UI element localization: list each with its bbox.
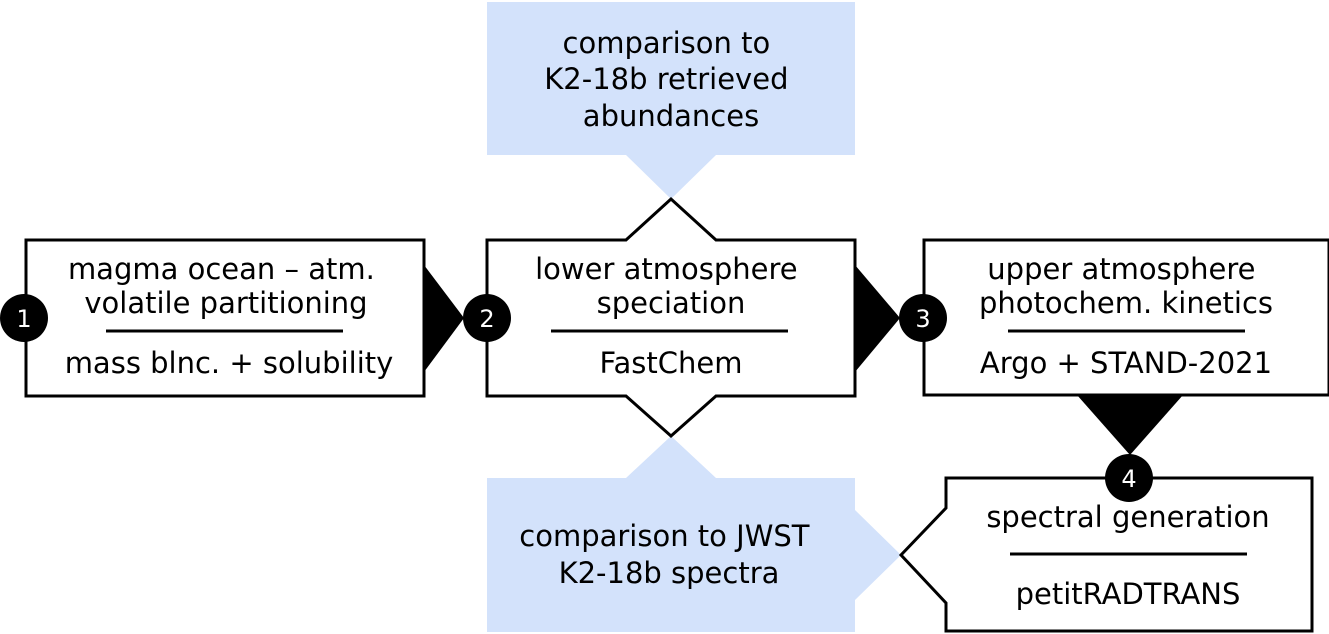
step-2-method: FastChem xyxy=(600,346,743,380)
svg-text:mass blnc. + solubility: mass blnc. + solubility xyxy=(65,346,394,380)
step-3-box: upper atmosphere photochem. kinetics Arg… xyxy=(922,238,1329,397)
step-1-title-line-2: volatile partitioning xyxy=(84,286,367,320)
step-3-method: Argo + STAND-2021 xyxy=(980,346,1272,380)
step-3-title-line-2: photochem. kinetics xyxy=(979,286,1273,320)
step-3-title-line-1: upper atmosphere xyxy=(987,252,1255,286)
svg-text:comparison to JWST K2-18b: comparison to JWST K2-18b spectra xyxy=(519,519,818,590)
step-1-number: 1 xyxy=(16,305,31,333)
arrow-3-to-4 xyxy=(1077,395,1183,455)
step-2-title-line-1: lower atmosphere xyxy=(535,252,798,286)
step-3-number: 3 xyxy=(915,305,930,333)
arrow-1-to-2 xyxy=(424,265,464,372)
svg-text:FastChem: FastChem xyxy=(600,346,743,380)
comparison-top-callout xyxy=(487,2,855,199)
comparison-bottom-line-2: K2-18b spectra xyxy=(559,556,780,590)
svg-text:Argo + STAND-2021: Argo + STAND-2021 xyxy=(980,346,1272,380)
svg-text:lower atmosphere speciat: lower atmosphere speciation xyxy=(535,252,807,320)
svg-text:petitRADTRANS: petitRADTRANS xyxy=(1016,577,1241,611)
step-2-box: lower atmosphere speciation FastChem xyxy=(485,196,857,439)
arrow-2-to-3 xyxy=(855,265,900,372)
step-2-number: 2 xyxy=(479,305,494,333)
svg-text:comparison to K2-18b retri: comparison to K2-18b retrieved abundance… xyxy=(544,26,797,133)
step-4-title-line-1: spectral generation xyxy=(986,500,1269,534)
step-4-method: petitRADTRANS xyxy=(1016,577,1241,611)
comparison-bottom-line-1: comparison to JWST xyxy=(519,519,810,553)
svg-text:magma ocean – atm. volat: magma ocean – atm. volatile partitioning xyxy=(68,252,384,320)
svg-text:spectral generation: spectral generation xyxy=(986,500,1269,534)
comparison-top-line-3: abundances xyxy=(583,99,759,133)
step-3-badge: 3 xyxy=(899,294,947,342)
step-4-badge: 4 xyxy=(1105,454,1153,502)
comparison-bottom-callout xyxy=(487,436,901,632)
step-2-badge: 2 xyxy=(463,294,511,342)
step-1-box: magma ocean – atm. volatile partitioning… xyxy=(24,238,426,398)
svg-text:upper atmosphere photoch: upper atmosphere photochem. kinetics xyxy=(979,252,1273,320)
step-4-number: 4 xyxy=(1121,465,1136,493)
step-4-box: spectral generation petitRADTRANS xyxy=(898,476,1314,633)
step-1-title-line-1: magma ocean – atm. xyxy=(68,252,375,286)
comparison-top-line-1: comparison to xyxy=(563,26,771,60)
step-1-badge: 1 xyxy=(0,294,48,342)
comparison-top-line-2: K2-18b retrieved xyxy=(544,62,788,96)
step-2-title-line-2: speciation xyxy=(597,286,746,320)
step-1-method: mass blnc. + solubility xyxy=(65,346,394,380)
